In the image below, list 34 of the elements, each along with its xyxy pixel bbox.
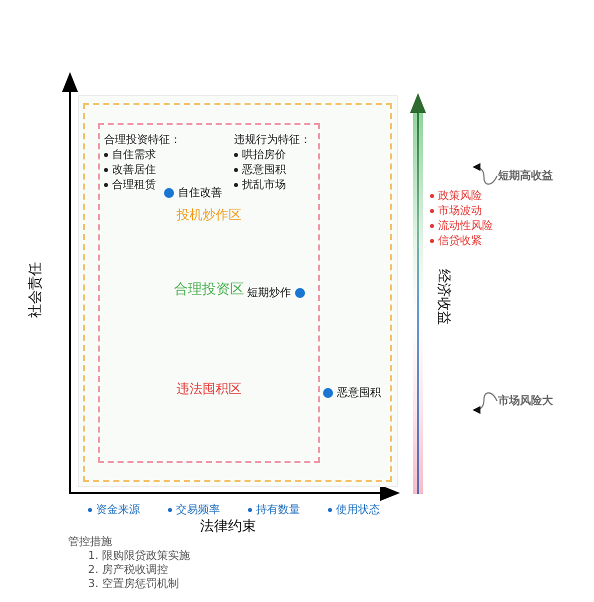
point-label: 短期炒作 [247,286,291,300]
list-item: 持有数量 [256,503,300,517]
list-item: 哄抬房价 [242,148,286,162]
list-item: 市场波动 [438,204,482,218]
curved-arrow [472,163,498,185]
zone-label: 投机炒作区 [176,208,242,224]
annotation-label: 短期高收益 [498,168,553,184]
point-label: 恶意囤积 [337,386,381,400]
list-item: 政策风险 [438,189,482,203]
axis-label: 经济收益 [434,269,452,325]
list-item: 扰乱市场 [242,178,286,192]
list-item: 流动性风险 [438,219,493,233]
list-heading: 违规行为特征： [234,133,311,147]
axis-label: 法律约束 [200,518,256,536]
list-item: 合理租赁 [112,178,156,192]
list-item: 1. 限购限贷政策实施 [88,549,190,563]
list-item: 自住需求 [112,148,156,162]
curved-arrow [472,392,498,414]
point-label: 自住改善 [178,186,222,200]
list-item: 恶意囤积 [242,163,286,177]
list-item: 信贷收紧 [438,234,482,248]
note-heading: 管控措施 [68,535,112,549]
zone-box [98,123,320,463]
list-item: 交易频率 [176,503,220,517]
list-heading: 合理投资特征： [104,133,181,147]
zone-label: 违法囤积区 [176,382,242,398]
list-item: 3. 空置房惩罚机制 [88,577,179,591]
annotation-label: 市场风险大 [498,393,553,409]
axis-label: 社会责任 [28,262,44,318]
list-item: 改善居住 [112,163,156,177]
list-item: 使用状态 [336,503,380,517]
zone-label: 合理投资区 [174,282,244,298]
list-item: 资金来源 [96,503,140,517]
list-item: 2. 房产税收调控 [88,563,168,577]
